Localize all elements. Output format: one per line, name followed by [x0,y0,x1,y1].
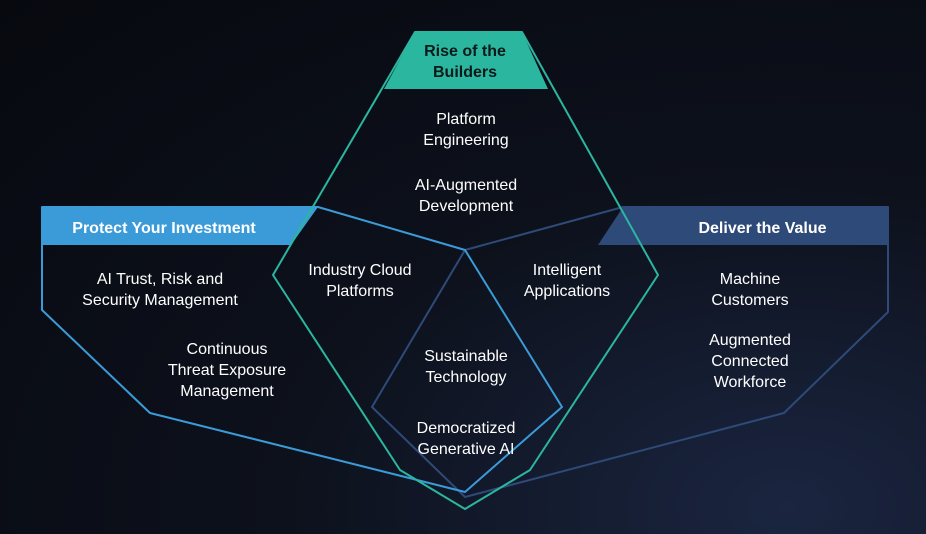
protect-investment-outline [41,206,563,493]
sustainable-technology-label: Sustainable Technology [424,348,508,386]
rise-of-the-builders-title: Rise of the Builders [424,43,506,81]
ai-trust-risk-security-label: AI Trust, Risk and Security Management [82,271,238,309]
rise-builders-header-band [384,32,548,89]
augmented-connected-workforce-label: Augmented Connected Workforce [709,332,791,391]
industry-cloud-platforms-label: Industry Cloud Platforms [308,262,412,300]
democratized-generative-ai-label: Democratized Generative AI [416,420,516,458]
protect-your-investment-title: Protect Your Investment [72,220,256,237]
ai-augmented-development-label: AI-Augmented Development [414,177,518,215]
deliver-the-value-title: Deliver the Value [698,220,827,237]
continuous-threat-exposure-label: Continuous Threat Exposure Management [167,341,287,400]
platform-engineering-label: Platform Engineering [423,111,509,149]
protect-investment-header-band [42,207,318,245]
deliver-value-header-band [598,207,888,245]
rise-builders-outline [272,31,659,510]
machine-customers-label: Machine Customers [711,271,789,309]
intelligent-applications-label: Intelligent Applications [523,262,611,300]
